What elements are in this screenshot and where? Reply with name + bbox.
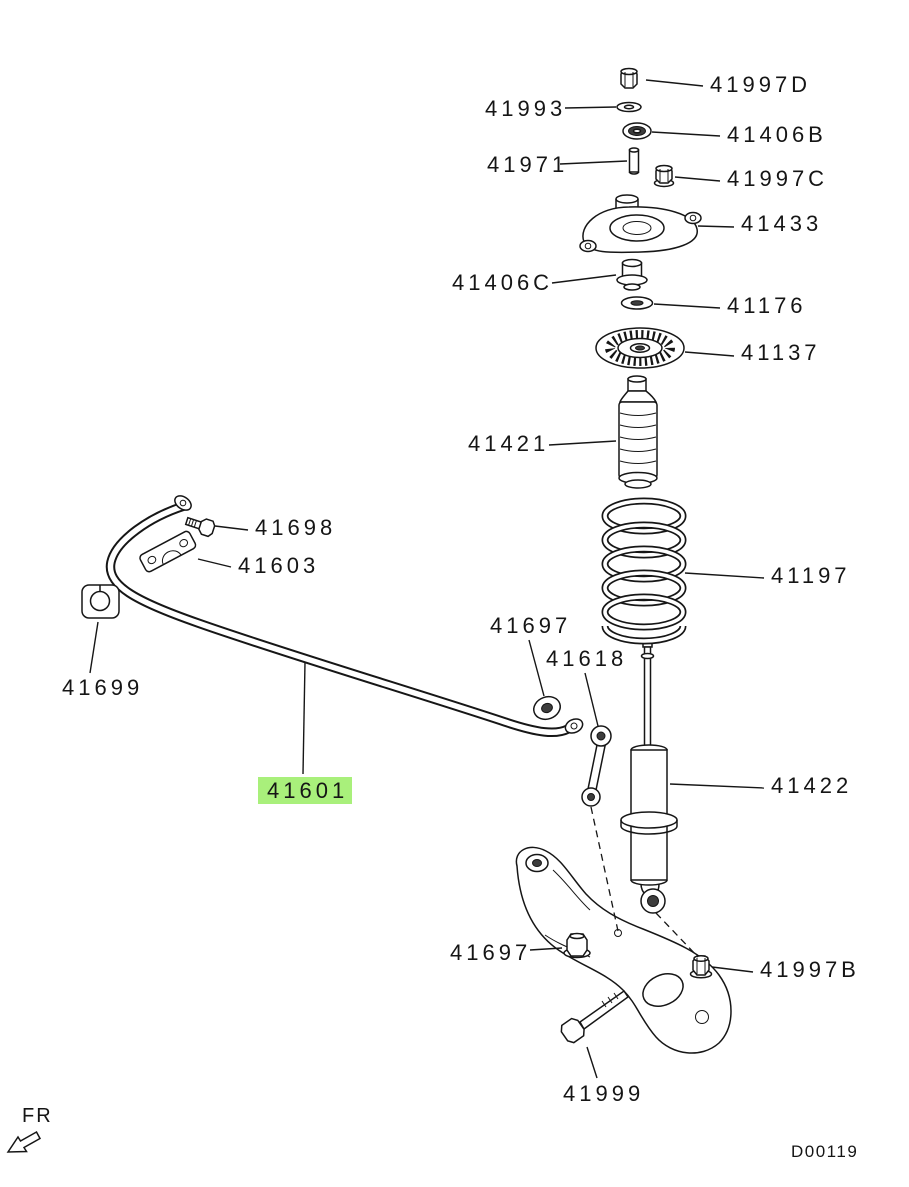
part-bump-stopper-41421 — [618, 375, 658, 489]
part-bushing-41697-upper — [533, 695, 561, 721]
part-pin-41971 — [628, 147, 640, 175]
part-label-41421[interactable]: 41421 — [468, 431, 549, 456]
part-stabilizer-bar-41601 — [105, 495, 584, 738]
part-spring-seat-41137 — [595, 327, 685, 369]
highlight-box-41601 — [258, 777, 352, 804]
fr-label: FR — [22, 1105, 53, 1127]
part-label-41422[interactable]: 41422 — [771, 773, 852, 798]
part-label-41997c[interactable]: 41997C — [727, 166, 828, 191]
part-label-41618[interactable]: 41618 — [546, 646, 627, 671]
part-label-41993[interactable]: 41993 — [485, 96, 566, 121]
part-label-41406b[interactable]: 41406B — [727, 122, 827, 147]
part-label-41997b[interactable]: 41997B — [760, 957, 860, 982]
leader-lines — [89, 79, 765, 1079]
part-strut-mount-41433 — [579, 194, 702, 254]
part-label-41697-upper[interactable]: 41697 — [490, 613, 571, 638]
part-shock-absorber-41422 — [620, 640, 678, 914]
part-bolt-41698 — [184, 516, 216, 538]
part-bushing-41406b — [622, 122, 652, 140]
fr-arrow-icon — [6, 1130, 42, 1153]
drawing-code: D00119 — [791, 1142, 858, 1161]
part-label-41698[interactable]: 41698 — [255, 515, 336, 540]
part-label-41999[interactable]: 41999 — [563, 1081, 644, 1106]
part-nut-41997c — [653, 164, 675, 188]
part-coil-spring-41197 — [601, 497, 687, 645]
part-lower-arm — [515, 846, 732, 1054]
part-label-41601-highlighted[interactable]: 41601 — [267, 778, 348, 803]
part-label-41971[interactable]: 41971 — [487, 152, 568, 177]
part-label-41699[interactable]: 41699 — [62, 675, 143, 700]
part-bracket-41603 — [139, 530, 197, 573]
part-label-41137[interactable]: 41137 — [741, 340, 821, 365]
part-bolt-41999 — [560, 989, 630, 1044]
part-washer-41176 — [620, 296, 654, 310]
part-stabilizer-link-41618 — [581, 725, 612, 807]
part-nut-41997b — [689, 954, 713, 979]
part-washer-41993 — [616, 101, 642, 113]
part-label-41433[interactable]: 41433 — [741, 211, 822, 236]
part-label-41197[interactable]: 41197 — [771, 563, 851, 588]
part-label-41176[interactable]: 41176 — [727, 293, 807, 318]
part-label-41406c[interactable]: 41406C — [452, 270, 553, 295]
part-label-41603[interactable]: 41603 — [238, 553, 319, 578]
part-nut-41997d — [620, 67, 638, 89]
part-label-41697-lower[interactable]: 41697 — [450, 940, 531, 965]
fr-direction-marker: FR — [6, 1105, 53, 1153]
part-nut-41697-lower — [563, 932, 591, 959]
part-labels: 41997D 41993 41406B 41971 41997C 41433 4… — [62, 72, 860, 1106]
part-label-41997d[interactable]: 41997D — [710, 72, 811, 97]
part-bushing-41406c — [616, 258, 648, 291]
assembly-dashed-lines — [590, 806, 699, 958]
part-bushing-41699 — [81, 584, 120, 619]
